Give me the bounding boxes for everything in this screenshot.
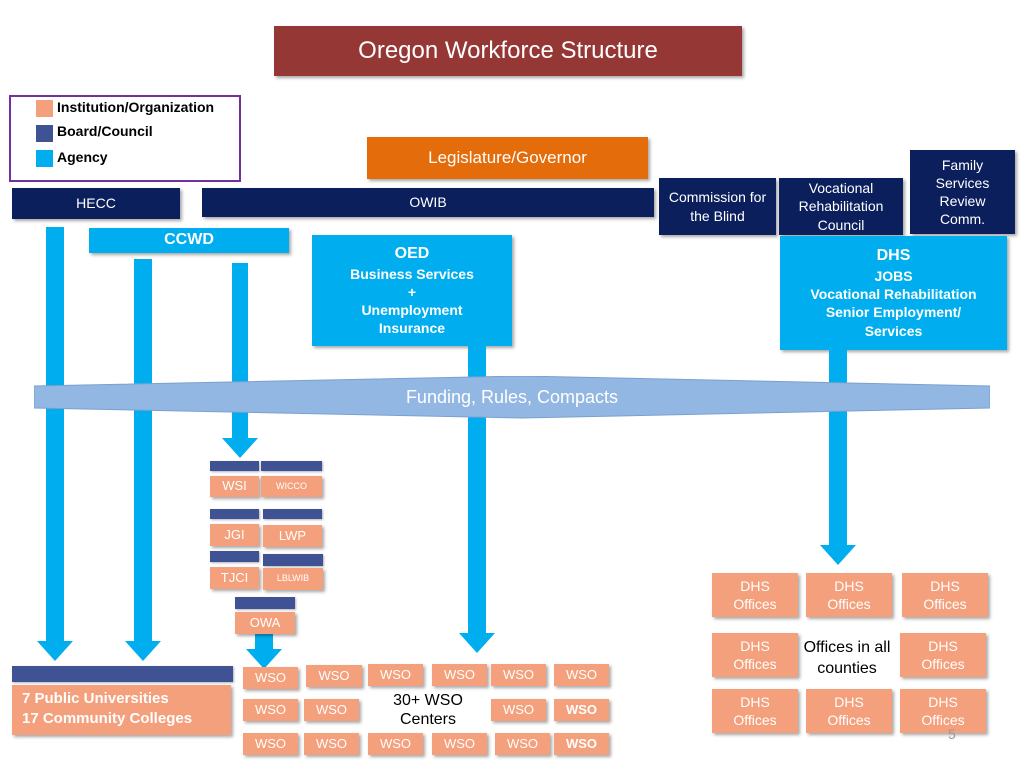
- wsi-board-bar: [210, 461, 259, 471]
- legend: [9, 95, 241, 182]
- wso-box: WSO: [491, 664, 546, 686]
- dhs-office-box: DHS Offices: [902, 573, 988, 617]
- wso-box: WSO: [304, 733, 359, 755]
- universities-label: 7 Public Universities: [22, 690, 169, 707]
- arrow-ccwd-left-shaft: [134, 259, 152, 642]
- funding-banner-label: Funding, Rules, Compacts: [405, 387, 619, 407]
- legend-swatch-board: [36, 125, 53, 142]
- oed-name: OED: [394, 244, 430, 262]
- wso-box: WSO: [306, 665, 362, 687]
- wso-box: WSO: [491, 699, 546, 721]
- wso-box-bold: WSO: [554, 733, 609, 755]
- wso-box: WSO: [368, 733, 423, 755]
- owa-board-bar: [235, 597, 295, 609]
- dhs-line1: JOBS: [874, 268, 913, 285]
- lblwib-box: LBLWIB: [263, 568, 323, 590]
- family-services-box: Family Services Review Comm.: [910, 150, 1015, 234]
- tjci-box: TJCI: [210, 567, 259, 589]
- wso-box: WSO: [495, 733, 550, 755]
- wso-box: WSO: [368, 664, 423, 686]
- wso-box: WSO: [243, 699, 298, 721]
- ccwd-box: CCWD: [89, 228, 289, 253]
- dhs-name: DHS: [876, 247, 911, 265]
- institutions-board-bar: [12, 666, 233, 682]
- dhs-office-box: DHS Offices: [712, 573, 798, 617]
- legend-label-institution: Institution/Organization: [57, 99, 215, 115]
- page-title: Oregon Workforce Structure: [274, 26, 742, 76]
- lwp-board-bar: [263, 509, 322, 519]
- dhs-office-box: DHS Offices: [712, 689, 798, 733]
- funding-banner-shape: [34, 376, 990, 419]
- dhs-office-box: DHS Offices: [900, 689, 986, 733]
- wso-box: WSO: [243, 667, 298, 689]
- dhs-line2: Vocational Rehabilitation: [810, 286, 977, 303]
- lblwib-board-bar: [263, 554, 323, 566]
- wso-centers-text: 30+ WSO Centers: [393, 692, 463, 729]
- arrow-ccwd-left-head: [125, 641, 161, 661]
- wsi-box: WSI: [210, 476, 259, 497]
- vr-council-box: Vocational Rehabilitation Council: [779, 178, 903, 235]
- jgi-box: JGI: [210, 524, 259, 546]
- legend-swatch-institution: [36, 100, 53, 117]
- wso-box: WSO: [243, 733, 298, 755]
- arrow-oed-shaft: [468, 346, 486, 634]
- dhs-line3: Senior Employment/ Services: [825, 304, 962, 339]
- wicco-box: WICCO: [261, 476, 322, 497]
- dhs-office-box: DHS Offices: [806, 573, 892, 617]
- legend-label-board: Board/Council: [57, 123, 153, 139]
- arrow-hecc-head: [37, 641, 73, 661]
- dhs-office-box: DHS Offices: [900, 633, 986, 677]
- dhs-box: DHS JOBS Vocational Rehabilitation Senio…: [780, 236, 1007, 350]
- oed-line3: Unemployment Insurance: [361, 301, 463, 337]
- tjci-board-bar: [210, 551, 259, 562]
- slide-number: 5: [948, 726, 956, 742]
- owib-box: OWIB: [202, 188, 654, 217]
- jgi-board-bar: [210, 509, 259, 519]
- arrow-ccwd-right-head: [222, 438, 258, 458]
- owa-box: OWA: [235, 612, 295, 634]
- wso-box: WSO: [304, 699, 359, 721]
- wicco-board-bar: [261, 461, 322, 471]
- wso-box: WSO: [432, 664, 487, 686]
- arrow-owa-shaft: [255, 632, 273, 650]
- wso-box: WSO: [432, 733, 487, 755]
- colleges-label: 17 Community Colleges: [22, 710, 193, 728]
- arrow-owa-head: [246, 649, 282, 669]
- legend-swatch-agency: [36, 150, 53, 167]
- dhs-offices-counties-text: Offices in all counties: [803, 639, 891, 677]
- arrow-hecc-shaft: [46, 227, 64, 642]
- oed-line1: Business Services: [350, 265, 474, 282]
- oed-box: OED Business Services + Unemployment Ins…: [312, 235, 512, 346]
- dhs-office-box: DHS Offices: [712, 633, 798, 677]
- legislature-governor-box: Legislature/Governor: [367, 137, 648, 179]
- dhs-office-box: DHS Offices: [806, 689, 892, 733]
- wso-box: WSO: [554, 664, 609, 686]
- commission-blind-box: Commission for the Blind: [659, 178, 776, 235]
- oed-line2: +: [407, 283, 417, 300]
- lwp-box: LWP: [263, 525, 322, 547]
- institutions-box: 7 Public Universities 17 Community Colle…: [12, 685, 231, 735]
- arrow-dhs-head: [820, 545, 856, 565]
- hecc-box: HECC: [12, 188, 180, 219]
- funding-banner: [34, 376, 990, 419]
- legend-label-agency: Agency: [57, 149, 108, 165]
- wso-box-bold: WSO: [554, 699, 609, 721]
- arrow-oed-head: [459, 633, 495, 653]
